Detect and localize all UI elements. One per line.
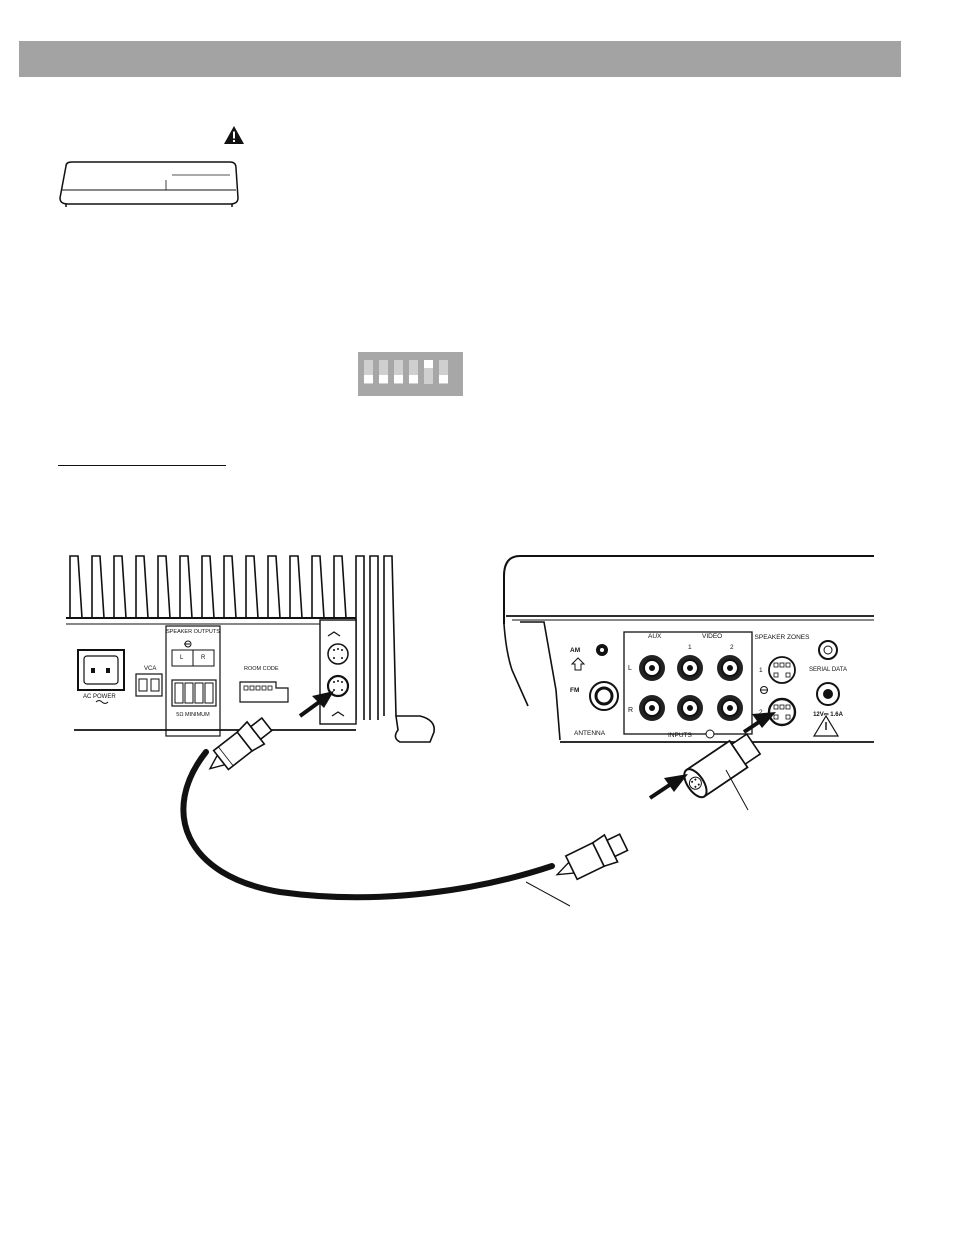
video-2-label: 2 bbox=[730, 644, 734, 651]
dip-switch-diagram bbox=[358, 352, 463, 396]
fm-label: FM bbox=[570, 687, 579, 694]
speaker-outputs-label: SPEAKER OUTPUTS bbox=[166, 629, 220, 635]
amp-bus-port-bottom[interactable] bbox=[326, 674, 350, 698]
video-label: VIDEO bbox=[702, 633, 722, 640]
zone-1-port[interactable] bbox=[768, 656, 796, 684]
cable-connector-left bbox=[208, 716, 273, 771]
warning-icon bbox=[224, 126, 244, 144]
receiver-unit: AM FM ANTENNA AUX VIDEO 1 2 L R INPUTS S… bbox=[503, 555, 874, 743]
amp-bus-port-top[interactable] bbox=[327, 643, 349, 665]
amp-room-code-switch[interactable] bbox=[239, 681, 289, 703]
receiver-left-label: L bbox=[628, 665, 632, 672]
ac-power-label: AC POWER bbox=[83, 694, 116, 700]
speaker-zones-label: SPEAKER ZONES bbox=[755, 634, 811, 641]
output-arrow-icon bbox=[327, 631, 341, 637]
am-label: AM bbox=[570, 647, 580, 654]
dip-switch-positions bbox=[364, 360, 448, 384]
power-rating-label: 12V⎓ 1.6A bbox=[813, 712, 843, 718]
vca-label: VCA bbox=[144, 666, 156, 672]
insertion-arrows bbox=[298, 691, 776, 800]
heat-sink-fins bbox=[69, 555, 347, 619]
inputs-frame bbox=[623, 631, 753, 735]
amplifier-unit: AC POWER VCA SPEAKER OUTPUTS L R 5Ω MINI… bbox=[66, 555, 436, 743]
am-antenna-icon bbox=[570, 657, 586, 671]
inputs-label: INPUTS bbox=[668, 732, 693, 739]
ohm-rating-label: 5Ω MINIMUM bbox=[176, 712, 210, 718]
amp-left-label: L bbox=[180, 655, 184, 661]
zone-2-port[interactable] bbox=[767, 697, 797, 727]
section-header-bar bbox=[19, 41, 901, 77]
music-center-icon bbox=[59, 161, 239, 207]
connection-diagram: AC POWER VCA SPEAKER OUTPUTS L R 5Ω MINI… bbox=[66, 555, 874, 907]
rca-jacks[interactable] bbox=[639, 655, 743, 721]
receiver-right-label: R bbox=[628, 707, 633, 714]
amp-right-label: R bbox=[201, 655, 206, 661]
antenna-label: ANTENNA bbox=[574, 730, 606, 737]
ac-symbol-icon bbox=[95, 700, 109, 704]
zone-1-label: 1 bbox=[759, 667, 763, 674]
aux-label: AUX bbox=[648, 633, 662, 640]
cable-adapter bbox=[683, 732, 762, 799]
section-rule bbox=[58, 465, 226, 466]
room-code-label: ROOM CODE bbox=[244, 666, 279, 672]
bus-cable bbox=[180, 691, 776, 907]
cable-connector-right bbox=[555, 833, 629, 881]
speaker-outputs-block bbox=[165, 625, 221, 737]
video-1-label: 1 bbox=[688, 644, 692, 651]
zone-2-label: 2 bbox=[759, 709, 763, 716]
serial-data-label: SERIAL DATA bbox=[809, 667, 847, 673]
input-arrow-icon bbox=[331, 711, 345, 717]
